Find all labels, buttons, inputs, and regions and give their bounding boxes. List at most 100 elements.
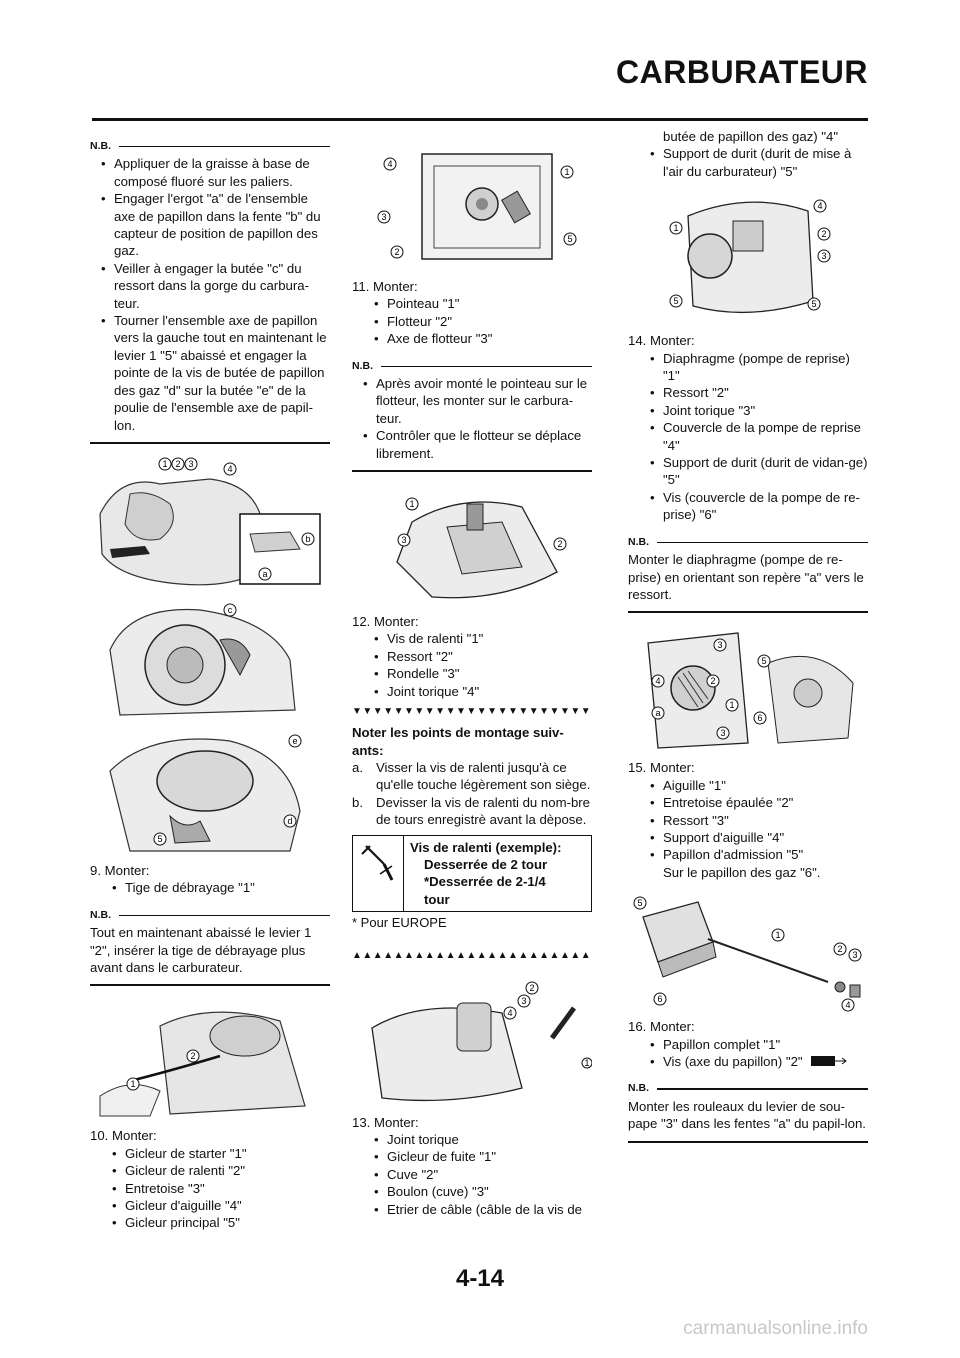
- step-item: Ressort "2": [628, 384, 868, 401]
- svg-text:b: b: [305, 534, 310, 544]
- spec-value: tour: [424, 891, 450, 907]
- page-title: CARBURATEUR: [616, 54, 868, 90]
- nb-heading: N.B.: [90, 138, 330, 155]
- svg-text:2: 2: [190, 1051, 195, 1061]
- step-item: Flotteur "2": [352, 313, 592, 330]
- figure-throttle-shaft: 1 2 3 4 a b: [90, 454, 330, 594]
- nb-item: Tourner l'ensemble axe de papillon vers …: [90, 312, 330, 434]
- svg-text:3: 3: [381, 212, 386, 222]
- step-item: Joint torique "4": [352, 683, 592, 700]
- svg-text:1: 1: [584, 1058, 589, 1068]
- nb-item: Veiller à engager la butée "c" du ressor…: [90, 260, 330, 312]
- nb-item: Après avoir monté le pointeau sur le flo…: [352, 375, 592, 427]
- step-12-title: 12. Monter:: [352, 614, 419, 630]
- svg-text:5: 5: [761, 656, 766, 666]
- svg-text:4: 4: [387, 159, 392, 169]
- svg-text:a: a: [655, 708, 660, 718]
- column-left: N.B. Appliquer de la graisse à base de c…: [90, 128, 330, 1232]
- nb-end-rule: [628, 611, 868, 614]
- step-15-title: 15. Monter:: [628, 760, 695, 776]
- step-14-title: 14. Monter:: [628, 333, 695, 349]
- step-item: Axe de flotteur "3": [352, 330, 592, 347]
- step-item: Vis (axe du papillon) "2": [628, 1053, 868, 1070]
- svg-text:4: 4: [655, 676, 660, 686]
- spec-box: Vis de ralenti (exemple): Desserrée de 2…: [352, 834, 592, 913]
- figure-float-bowl: 2 3 4 1: [352, 968, 592, 1108]
- step-item: Joint torique "3": [628, 402, 868, 419]
- step-item: Entretoise épaulée "2": [628, 794, 868, 811]
- svg-text:1: 1: [409, 499, 414, 509]
- step-11-title: 11. Monter:: [352, 279, 418, 294]
- step-item: Gicleur de ralenti "2": [90, 1162, 330, 1179]
- svg-text:1: 1: [564, 167, 569, 177]
- svg-text:3: 3: [720, 728, 725, 738]
- spec-title: Vis de ralenti (exemple):: [410, 839, 562, 855]
- step-item: Pointeau "1": [352, 295, 592, 312]
- step-item-continued: butée de papillon des gaz) "4": [663, 129, 839, 144]
- nb-heading: N.B.: [628, 534, 868, 551]
- page-number: 4-14: [455, 1265, 505, 1292]
- svg-text:4: 4: [845, 1000, 850, 1010]
- svg-text:2: 2: [557, 539, 562, 549]
- step-item: Papillon complet "1": [628, 1036, 868, 1053]
- svg-text:5: 5: [637, 898, 642, 908]
- svg-text:1: 1: [162, 459, 167, 469]
- step-item: Ressort "2": [352, 648, 592, 665]
- step-item: Vis de ralenti "1": [352, 630, 592, 647]
- title-rule: [92, 118, 868, 121]
- step-item: Gicleur de starter "1": [90, 1145, 330, 1162]
- notes-title: Noter les points de montage suiv-ants:: [352, 725, 564, 758]
- svg-text:4: 4: [227, 464, 232, 474]
- column-right: butée de papillon des gaz) "4" Support d…: [628, 128, 868, 1153]
- figure-pulley-stopper: e 5 d: [90, 731, 330, 856]
- svg-text:2: 2: [394, 247, 399, 257]
- svg-text:5: 5: [157, 834, 162, 844]
- step-item: Support de durit (durit de mise à l'air …: [628, 145, 868, 180]
- step-item: Joint torique: [352, 1131, 592, 1148]
- step-item: Gicleur d'aiguille "4": [90, 1197, 330, 1214]
- svg-text:2: 2: [821, 229, 826, 239]
- svg-text:c: c: [228, 605, 233, 615]
- figure-choke-rod: 1 2: [90, 996, 330, 1121]
- step-item: Etrier de câble (câble de la vis de: [352, 1201, 592, 1218]
- nb-text: Monter le diaphragme (pompe de re-prise)…: [628, 552, 864, 602]
- step-item: Gicleur de fuite "1": [352, 1148, 592, 1165]
- step-item: Ressort "3": [628, 812, 868, 829]
- svg-text:5: 5: [673, 296, 678, 306]
- step-item: Support d'aiguille "4": [628, 829, 868, 846]
- svg-text:5: 5: [811, 299, 816, 309]
- step-item: Rondelle "3": [352, 665, 592, 682]
- column-middle: 4 1 3 5 2 11. Monter: Pointeau "1" Flott…: [352, 128, 592, 1218]
- nb-end-rule: [90, 441, 330, 444]
- svg-text:3: 3: [717, 640, 722, 650]
- step-item: Entretoise "3": [90, 1180, 330, 1197]
- svg-text:d: d: [287, 816, 292, 826]
- svg-text:4: 4: [817, 201, 822, 211]
- step-item: Support de durit (durit de vidan-ge) "5": [628, 454, 868, 489]
- svg-text:e: e: [292, 736, 297, 746]
- step-item: Boulon (cuve) "3": [352, 1183, 592, 1200]
- step-item: Gicleur principal "5": [90, 1214, 330, 1231]
- spec-value: Desserrée de 2 tour: [424, 856, 548, 872]
- svg-text:2: 2: [837, 944, 842, 954]
- figure-throttle-valve: 5 1 2 3 6 4: [628, 887, 868, 1012]
- step-item: Vis (couvercle de la pompe de re-prise) …: [628, 489, 868, 524]
- svg-text:1: 1: [729, 700, 734, 710]
- figure-spring-stopper: c: [90, 600, 330, 725]
- svg-text:1: 1: [775, 930, 780, 940]
- nb-heading: N.B.: [90, 907, 330, 924]
- step-item: Tige de débrayage "1": [90, 879, 330, 896]
- footnote: * Pour EUROPE: [352, 915, 447, 931]
- step-item: Couvercle de la pompe de reprise "4": [628, 419, 868, 454]
- svg-text:2: 2: [175, 459, 180, 469]
- triangle-divider-start: ▼▼▼▼▼▼▼▼▼▼▼▼▼▼▼▼▼▼▼▼▼▼▼▼▼▼: [352, 706, 592, 718]
- svg-text:1: 1: [673, 223, 678, 233]
- triangle-divider-end: ▲▲▲▲▲▲▲▲▲▲▲▲▲▲▲▲▲▲▲▲▲▲▲▲▲▲: [352, 949, 592, 961]
- step-item: Diaphragme (pompe de reprise) "1": [628, 350, 868, 385]
- figure-accelerator-pump: 3 5 4 2 1 a 3 6: [628, 623, 868, 753]
- locking-agent-icon: [811, 1055, 848, 1066]
- screwdriver-icon: [353, 835, 404, 912]
- note-b: b.Devisser la vis de ralenti du nom-bre …: [352, 794, 591, 828]
- step-16-title: 16. Monter:: [628, 1019, 695, 1035]
- svg-text:5: 5: [567, 234, 572, 244]
